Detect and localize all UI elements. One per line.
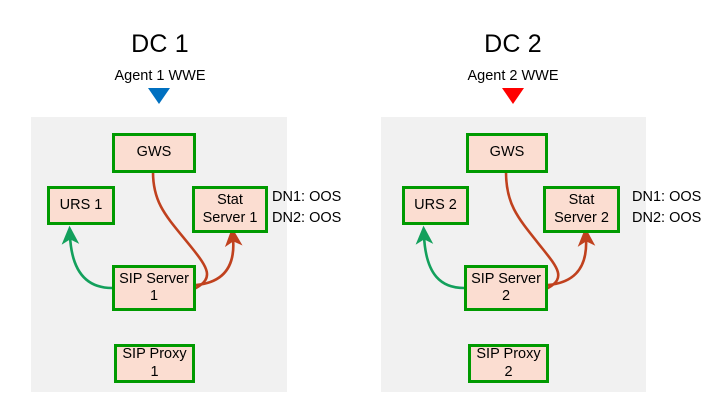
dc2-dn2-status: DN2: OOS	[632, 210, 702, 226]
dc2-node-sip-server[interactable]: SIP Server 2	[464, 265, 548, 311]
dc2-dn1-status: DN1: OOS	[632, 189, 702, 205]
dc2-node-sip-proxy[interactable]: SIP Proxy 2	[468, 344, 549, 383]
dc1-agent-label: Agent 1 WWE	[114, 68, 206, 84]
dc1-node-gws[interactable]: GWS	[112, 133, 196, 173]
dc2-node-gws[interactable]: GWS	[466, 133, 548, 173]
agent-2-down-triangle-icon	[502, 88, 524, 104]
agent-1-down-triangle-icon	[148, 88, 170, 104]
dc2-node-stat-server[interactable]: Stat Server 2	[543, 186, 620, 233]
dc1-dn1-status: DN1: OOS	[272, 189, 342, 205]
dc1-title: DC 1	[131, 30, 189, 58]
dc1-node-sip-proxy[interactable]: SIP Proxy 1	[114, 344, 195, 383]
dc2-node-urs[interactable]: URS 2	[402, 186, 469, 225]
dc2-agent-label: Agent 2 WWE	[467, 68, 559, 84]
dc1-node-stat-server[interactable]: Stat Server 1	[192, 186, 268, 233]
dc1-node-urs[interactable]: URS 1	[47, 186, 115, 225]
dc2-title: DC 2	[484, 30, 542, 58]
dc1-dn2-status: DN2: OOS	[272, 210, 342, 226]
dc1-node-sip-server[interactable]: SIP Server 1	[112, 265, 196, 311]
